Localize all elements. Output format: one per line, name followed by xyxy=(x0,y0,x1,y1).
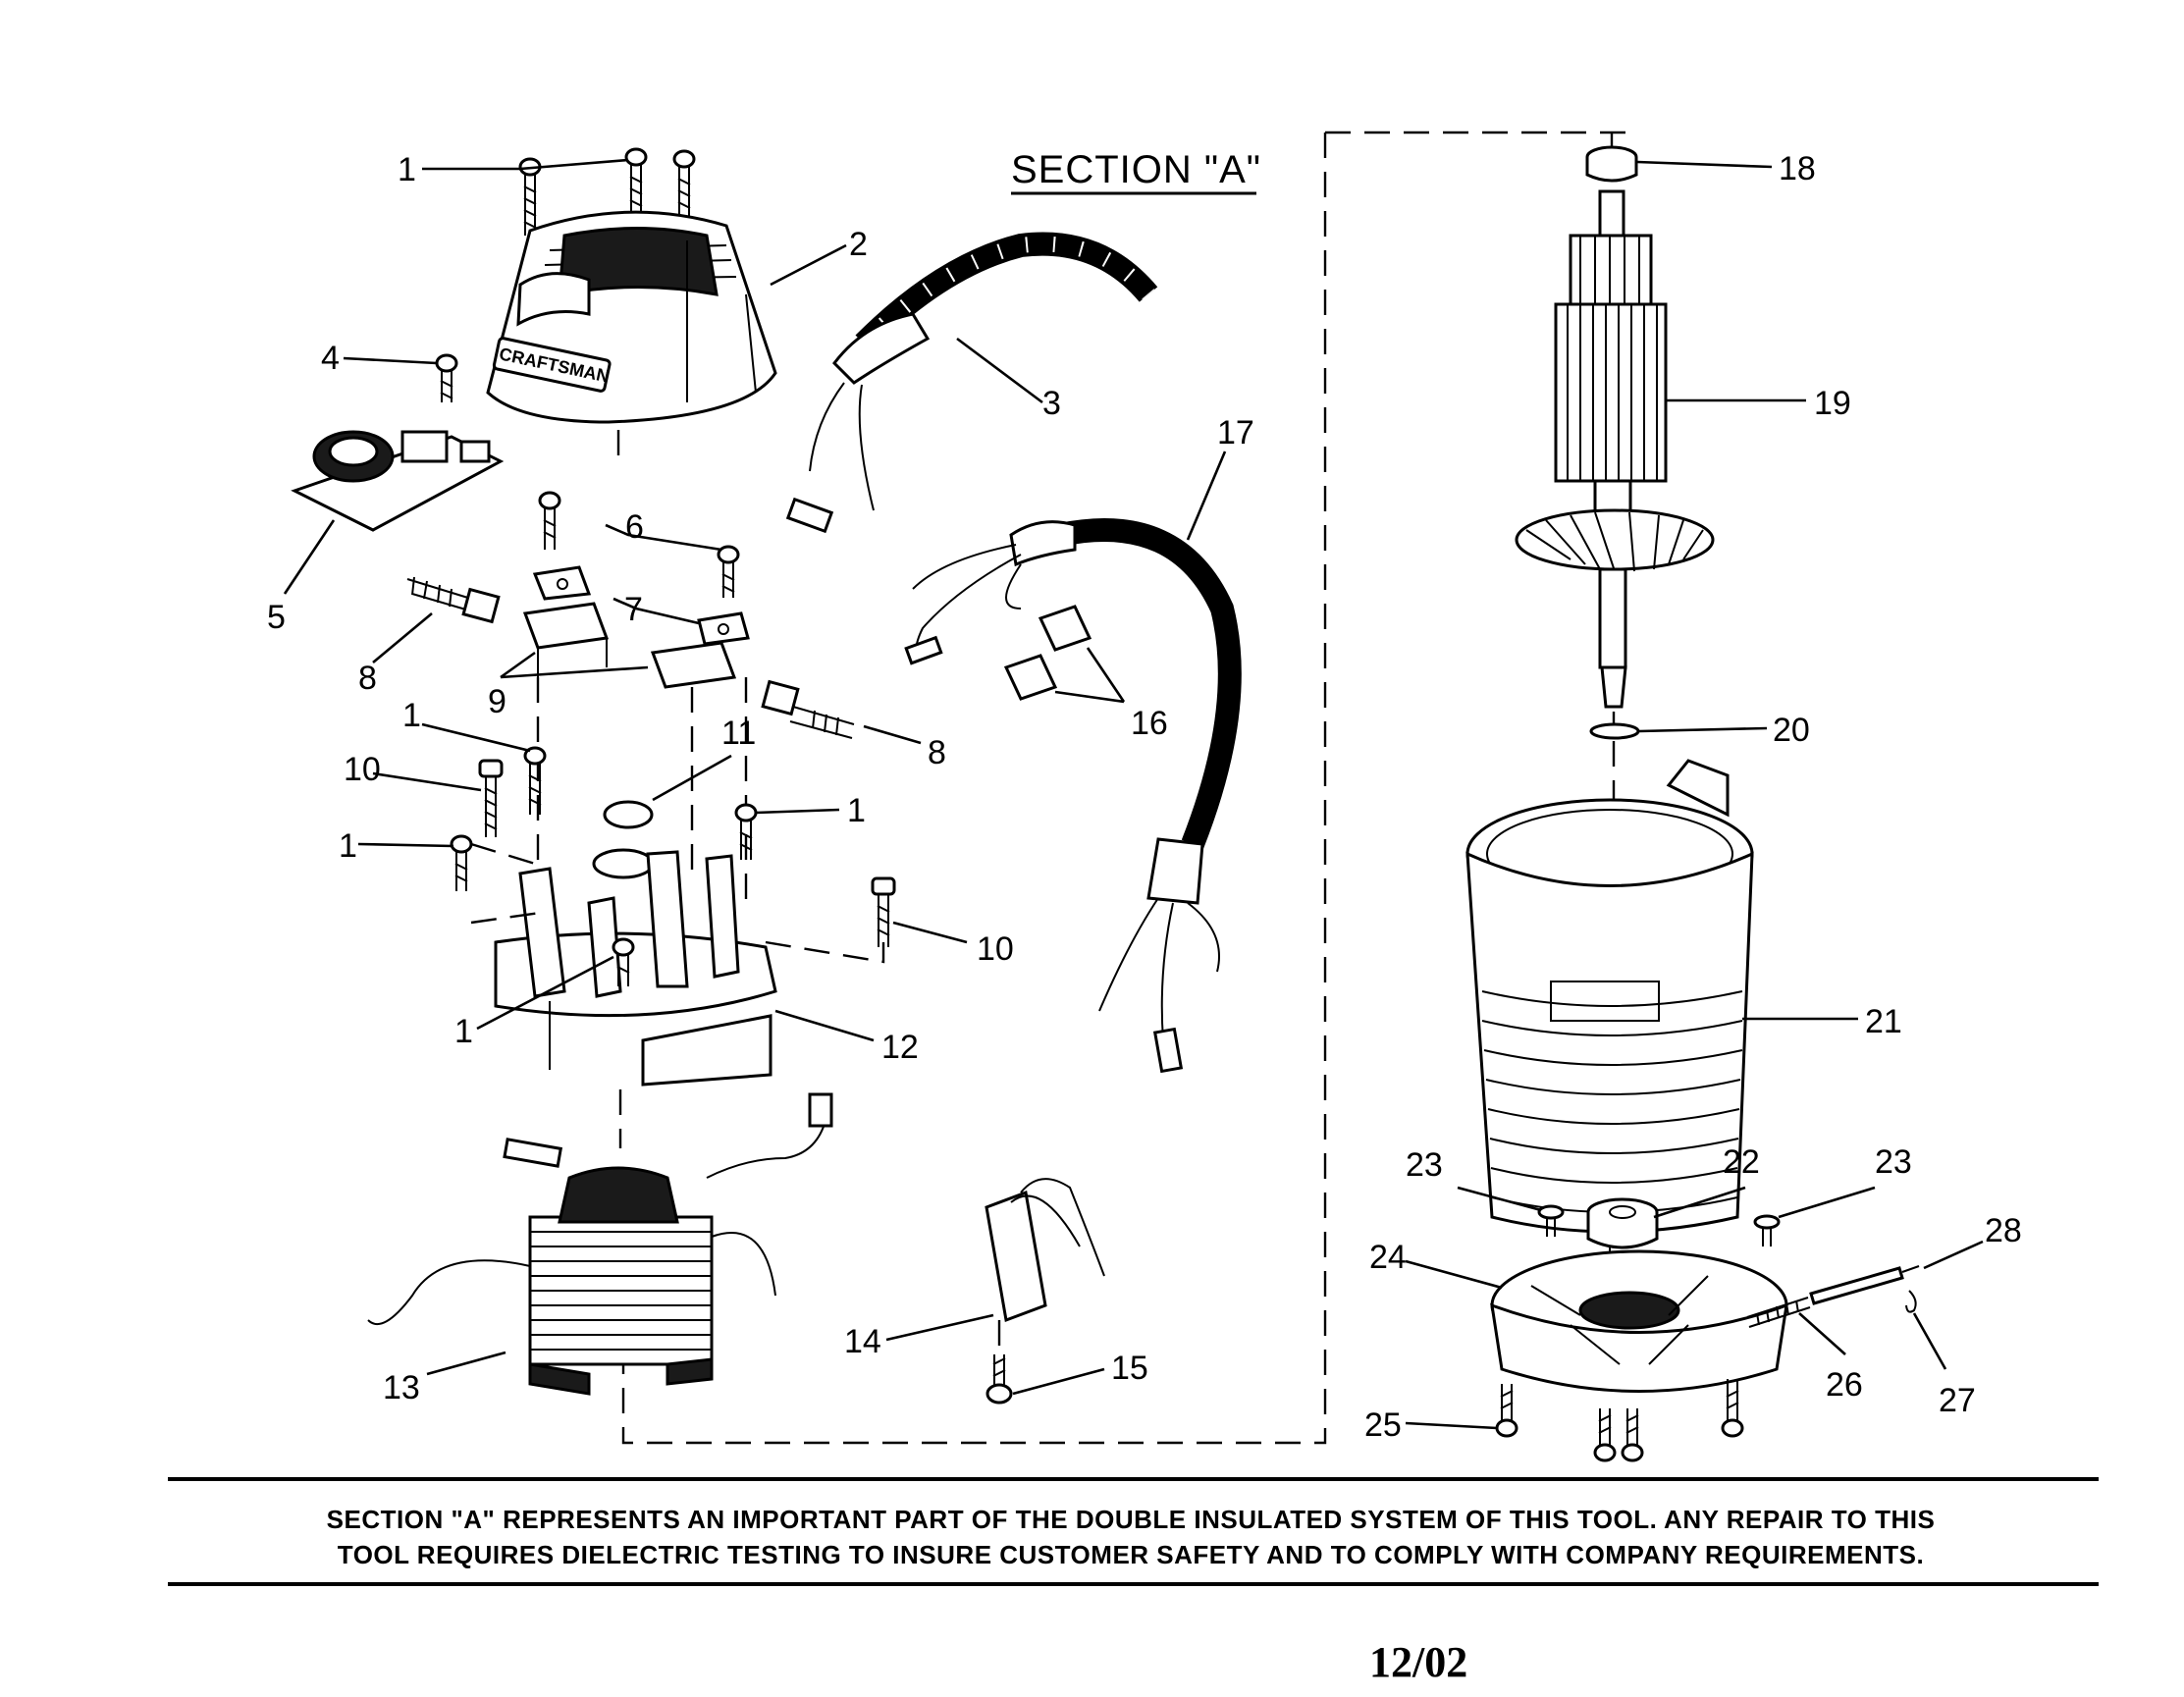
callout-8-left: 8 xyxy=(358,660,377,697)
callout-26: 26 xyxy=(1826,1366,1863,1404)
callout-12: 12 xyxy=(881,1029,919,1066)
callout-3: 3 xyxy=(1042,385,1061,422)
motor-cover-part-2: CRAFTSMAN xyxy=(486,210,777,461)
callout-25: 25 xyxy=(1364,1406,1402,1444)
callout-9: 9 xyxy=(488,683,506,720)
end-cap-part-24 xyxy=(1490,1249,1788,1393)
notice-top-rule xyxy=(168,1477,2099,1481)
callout-2: 2 xyxy=(849,226,868,263)
callout-8-right: 8 xyxy=(928,734,946,771)
callout-28: 28 xyxy=(1985,1212,2022,1249)
callout-numbers: 1 2 3 4 5 6 7 8 8 9 1 11 10 1 1 10 1 12 … xyxy=(267,150,2022,1444)
callout-1-bottom: 1 xyxy=(454,1013,473,1050)
switch-assembly-part-5 xyxy=(291,430,505,532)
armature-part-19 xyxy=(1515,189,1715,724)
callout-leader-lines xyxy=(283,158,1984,1430)
retaining-clip-part-27 xyxy=(1905,1290,1917,1313)
cord-set-part-17 xyxy=(904,518,1242,1074)
spring-part-26 xyxy=(1746,1297,1811,1328)
callout-6: 6 xyxy=(625,508,644,546)
notice-line-2: TOOL REQUIRES DIELECTRIC TESTING TO INSU… xyxy=(337,1540,1925,1569)
callout-23-left: 23 xyxy=(1406,1146,1443,1184)
callout-1-left: 1 xyxy=(339,827,357,865)
brush-housing-part-12 xyxy=(470,842,885,1148)
motor-housing-part-21 xyxy=(1465,759,1754,1276)
bearing-part-18 xyxy=(1585,133,1638,183)
section-a-boundary xyxy=(621,131,1629,1445)
capacitor-part-14 xyxy=(985,1178,1105,1354)
callout-5: 5 xyxy=(267,599,286,636)
callout-17: 17 xyxy=(1217,414,1254,451)
field-coil-part-13 xyxy=(367,1092,833,1396)
callout-18: 18 xyxy=(1779,150,1816,187)
date-code: 12/02 xyxy=(1369,1638,1468,1686)
callout-16: 16 xyxy=(1131,705,1168,742)
brush-clip-part-7 xyxy=(532,565,750,646)
notice-line-1: SECTION "A" REPRESENTS AN IMPORTANT PART… xyxy=(326,1505,1936,1534)
callout-21: 21 xyxy=(1865,1003,1902,1040)
screw-part-15 xyxy=(985,1354,1013,1405)
callout-22: 22 xyxy=(1723,1143,1760,1181)
callout-1-mid-right: 1 xyxy=(847,792,866,829)
callout-1-mid-left: 1 xyxy=(402,697,421,734)
carbon-brush-part-8 xyxy=(406,576,855,739)
power-cord-part-3 xyxy=(785,232,1158,534)
callout-20: 20 xyxy=(1773,712,1810,749)
lock-pin-part-28 xyxy=(1809,1265,1920,1305)
screw-part-23 xyxy=(1537,1204,1781,1246)
notice-bottom-rule xyxy=(168,1582,2099,1586)
callout-10-left: 10 xyxy=(344,751,381,788)
callout-24: 24 xyxy=(1369,1239,1407,1276)
callout-19: 19 xyxy=(1814,385,1851,422)
section-a-title: SECTION "A" xyxy=(1011,148,1261,191)
bearing-part-11 xyxy=(592,800,655,879)
screw-part-10 xyxy=(478,759,896,947)
screw-part-1-middle xyxy=(450,746,758,986)
callout-10-right: 10 xyxy=(977,930,1014,968)
callout-23-right: 23 xyxy=(1875,1143,1912,1181)
callout-11: 11 xyxy=(721,715,756,752)
callout-14: 14 xyxy=(844,1323,881,1360)
callout-7: 7 xyxy=(624,591,643,628)
callout-4: 4 xyxy=(321,340,340,377)
callout-15: 15 xyxy=(1111,1350,1148,1387)
bearing-part-22 xyxy=(1586,1197,1659,1249)
callout-1-top: 1 xyxy=(398,151,416,188)
screw-part-4 xyxy=(435,353,458,402)
screw-part-25 xyxy=(1495,1379,1744,1462)
callout-27: 27 xyxy=(1939,1382,1976,1419)
callout-13: 13 xyxy=(383,1369,420,1406)
wire-nut-part-16 xyxy=(1003,605,1092,701)
screw-part-6 xyxy=(538,491,740,598)
